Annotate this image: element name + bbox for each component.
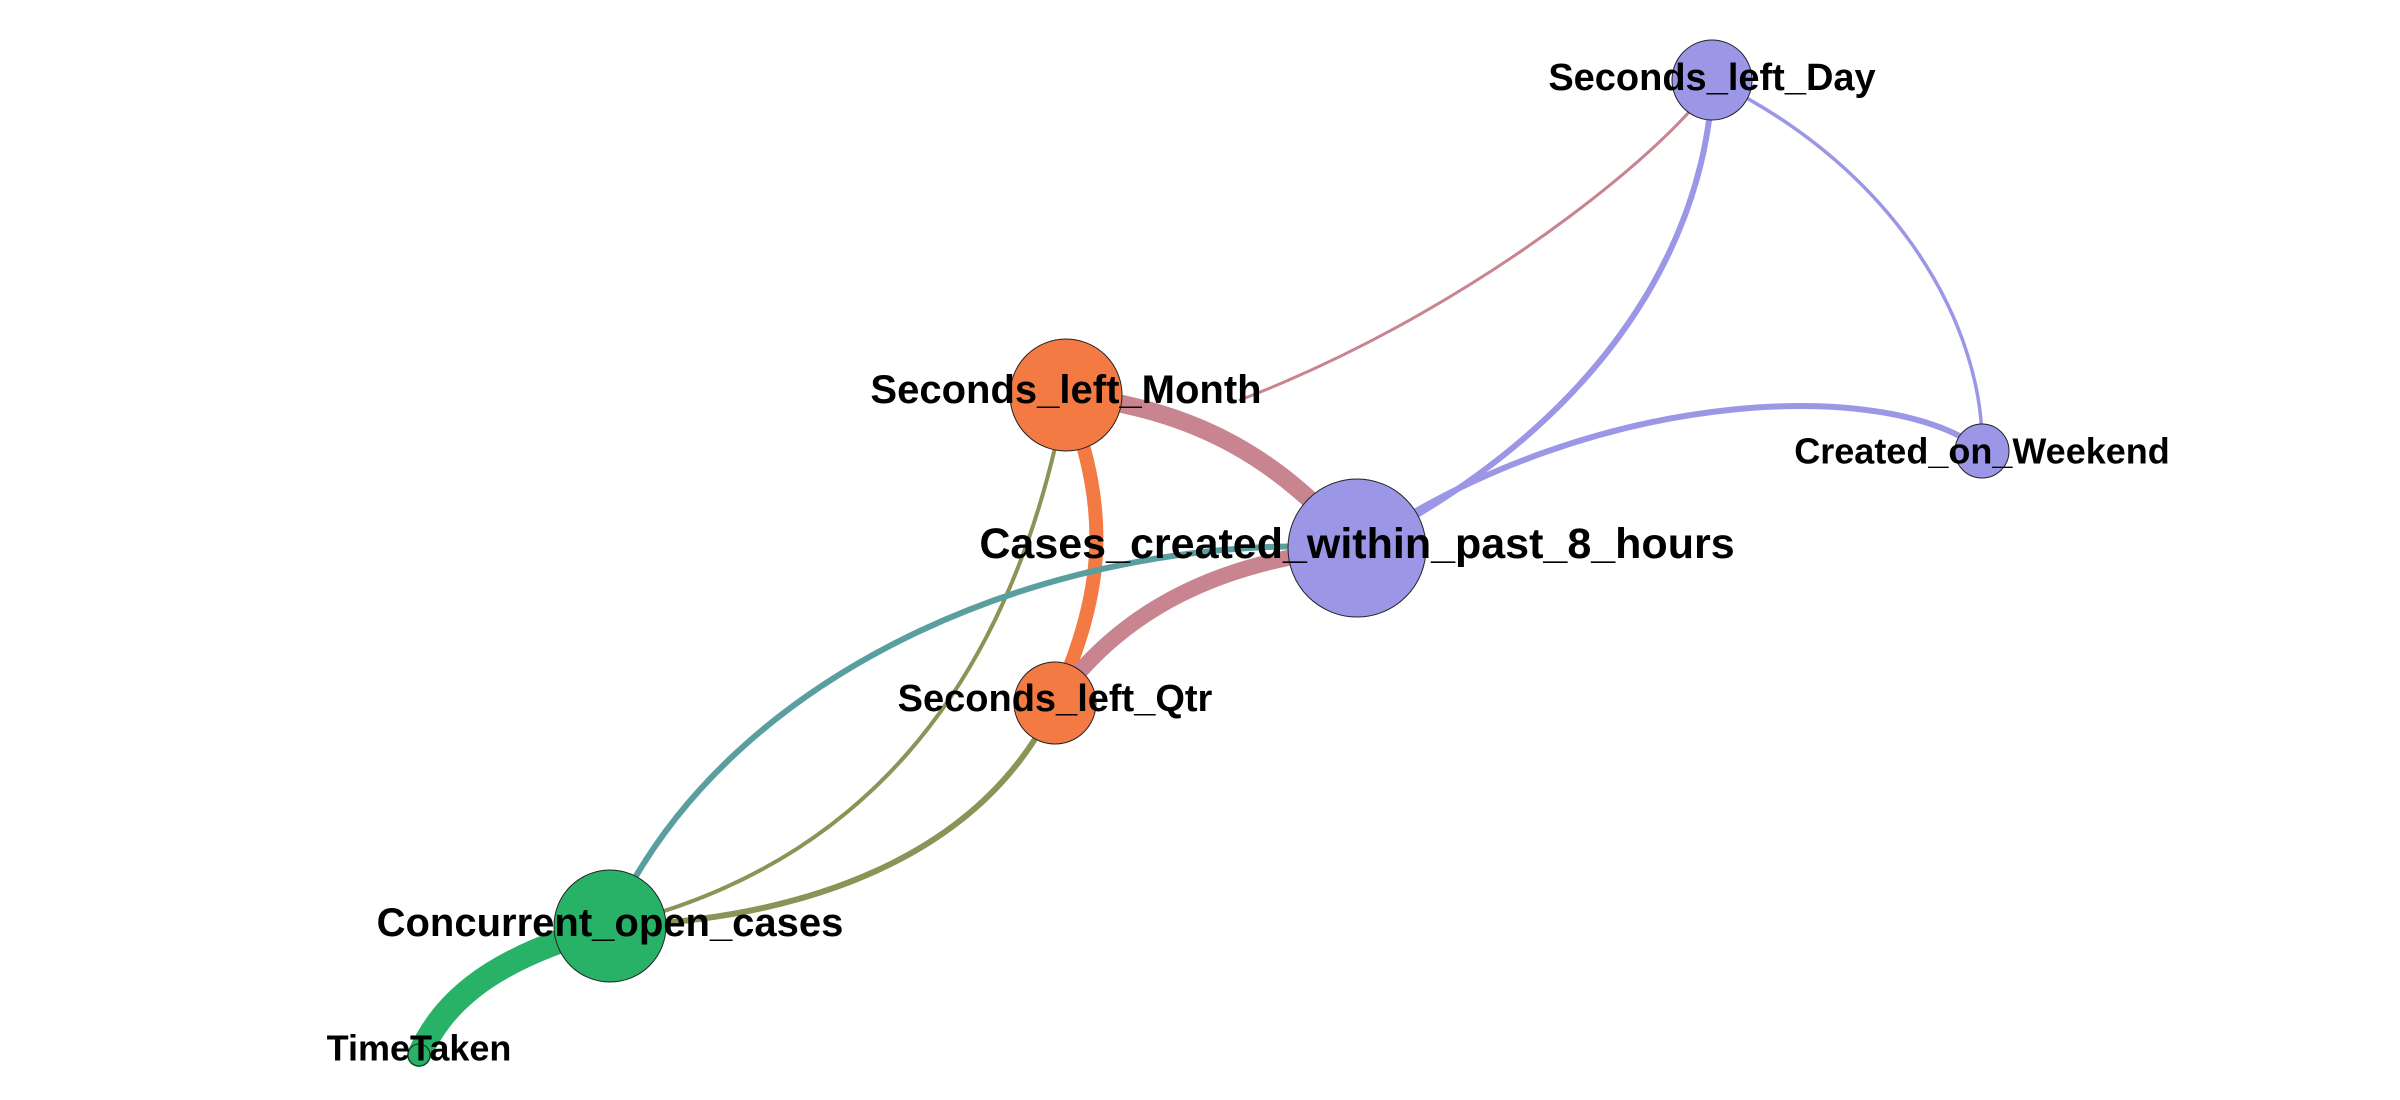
node-timetaken[interactable] xyxy=(407,1043,431,1067)
edge-concurrent-open-cases-to-cases-created-within-past-8-hours xyxy=(607,543,1360,929)
node-label-seconds-left-qtr: Seconds_left_Qtr xyxy=(898,678,1213,720)
node-seconds-left-month[interactable] xyxy=(1009,338,1123,452)
node-label-cases-created-within-past-8-hours: Cases_created_within_past_8_hours xyxy=(979,520,1734,568)
node-label-seconds-left-month: Seconds_left_Month xyxy=(870,368,1261,412)
edge-cases-created-within-past-8-hours-to-created-on-weekend xyxy=(1354,403,1985,551)
edge-seconds-left-month-to-seconds-left-day xyxy=(1238,78,1714,402)
edge-seconds-left-qtr-to-concurrent-open-cases xyxy=(607,700,1058,929)
node-seconds-left-day[interactable] xyxy=(1671,39,1753,121)
edge-seconds-left-month-to-concurrent-open-cases xyxy=(608,393,1068,928)
nodes-layer xyxy=(407,39,2010,1067)
node-label-seconds-left-day: Seconds_left_Day xyxy=(1548,57,1875,99)
node-cases-created-within-past-8-hours[interactable] xyxy=(1287,478,1427,618)
edge-seconds-left-day-to-created-on-weekend xyxy=(1710,78,1984,453)
node-created-on-weekend[interactable] xyxy=(1954,423,2010,479)
node-label-timetaken: TimeTaken xyxy=(327,1028,512,1069)
labels-layer: Seconds_left_DaySeconds_left_MonthCreate… xyxy=(327,57,2170,1069)
node-label-created-on-weekend: Created_on_Weekend xyxy=(1794,431,2169,472)
edge-cases-created-within-past-8-hours-to-seconds-left-day xyxy=(1354,77,1715,551)
node-label-concurrent-open-cases: Concurrent_open_cases xyxy=(377,901,844,945)
node-concurrent-open-cases[interactable] xyxy=(553,869,667,983)
node-seconds-left-qtr[interactable] xyxy=(1013,661,1097,745)
